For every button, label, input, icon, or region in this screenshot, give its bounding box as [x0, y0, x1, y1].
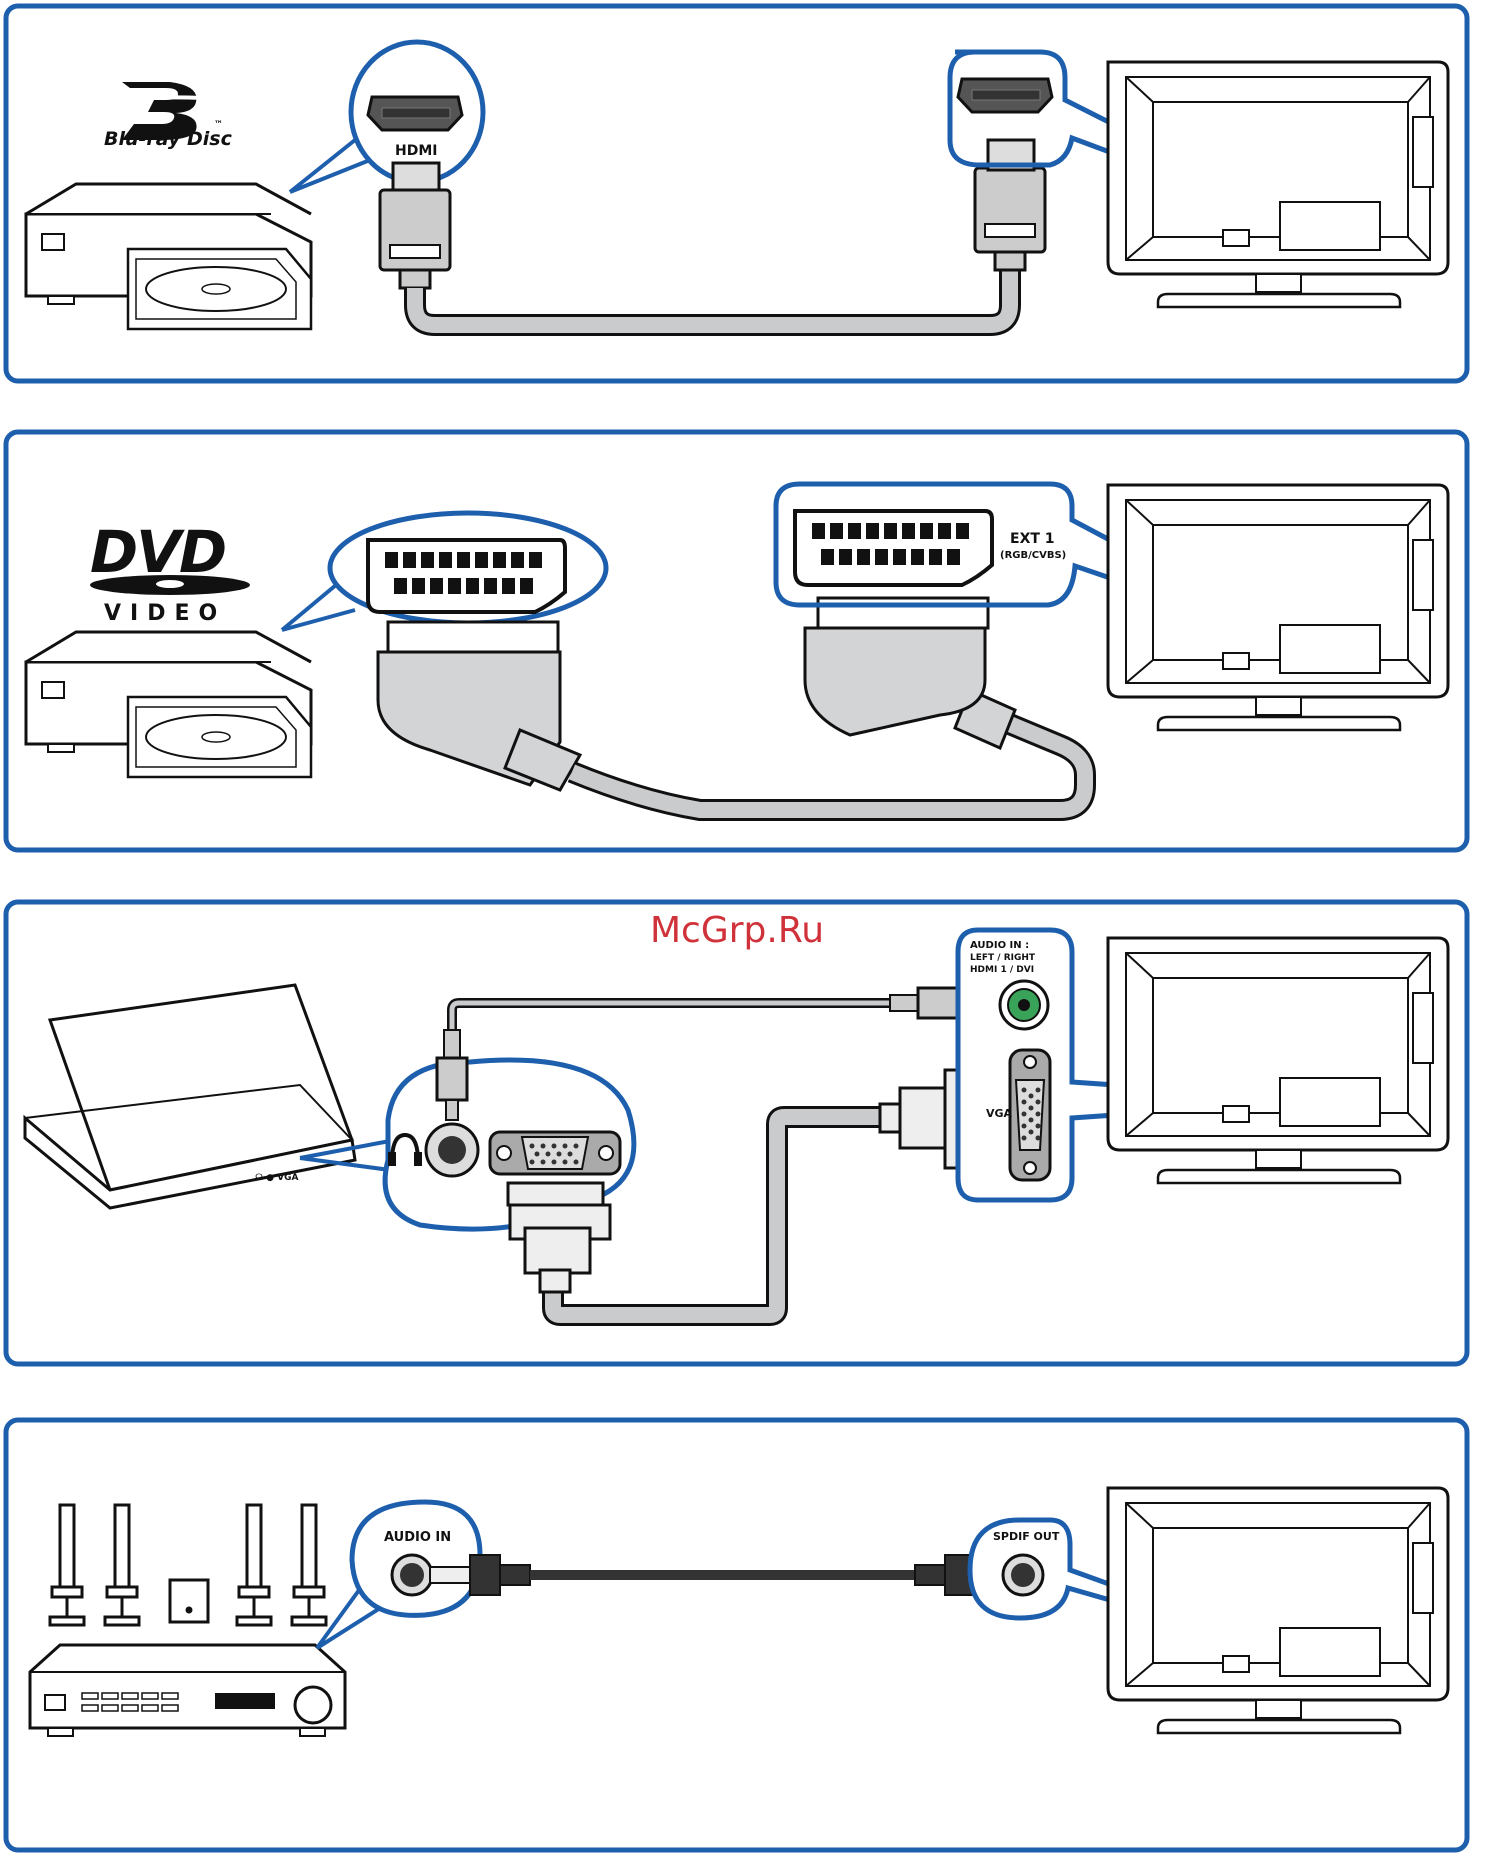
panel-bluray-hdmi: Blu-ray Disc ™ HDMI	[6, 6, 1467, 381]
rgb-cvbs-label: (RGB/CVBS)	[1000, 550, 1066, 561]
tv-icon-1	[1108, 62, 1448, 307]
scart-port-player	[368, 540, 565, 612]
bluray-logo-text: Blu-ray Disc	[104, 128, 233, 150]
ext1-label: EXT 1	[1010, 531, 1055, 547]
panel-dvd-scart: DVD VIDEO	[6, 432, 1467, 850]
audio-in-line1: AUDIO IN :	[970, 940, 1029, 951]
vga-label: VGA	[986, 1107, 1013, 1120]
watermark-text: McGrp.Ru	[650, 910, 824, 951]
tv-audio-in-jack	[1000, 981, 1048, 1029]
tv-icon-2	[1108, 485, 1448, 730]
dvd-logo-video: VIDEO	[104, 601, 226, 626]
tv-spdif-jack	[1003, 1555, 1043, 1595]
audio-in-line3: HDMI 1 / DVI	[970, 965, 1034, 975]
audio-in-port-label: AUDIO IN : LEFT / RIGHT HDMI 1 / DVI	[970, 940, 1036, 975]
panel-pc-vga: McGrp.Ru ☊ ● VGA	[6, 902, 1467, 1364]
bluray-logo-tm: ™	[214, 120, 223, 130]
spdif-out-label: SPDIF OUT	[993, 1530, 1060, 1543]
laptop-audio-jack	[426, 1124, 478, 1176]
hdmi-label: HDMI	[395, 143, 437, 159]
receiver-audio-in-jack	[392, 1555, 432, 1595]
tv-vga-port	[1010, 1050, 1050, 1180]
laptop-vga-port	[490, 1132, 620, 1174]
tv-icon-4	[1108, 1488, 1448, 1733]
laptop-ports-label: ☊ ● VGA	[255, 1173, 298, 1183]
tv-icon-3	[1108, 938, 1448, 1183]
av-receiver-icon	[30, 1645, 345, 1736]
audio-in-label: AUDIO IN	[384, 1530, 451, 1545]
audio-in-line2: LEFT / RIGHT	[970, 953, 1036, 963]
panel-hometheater-spdif: AUDIO IN SPDIF OUT	[6, 1420, 1467, 1850]
hdmi-port-tv	[958, 79, 1052, 112]
